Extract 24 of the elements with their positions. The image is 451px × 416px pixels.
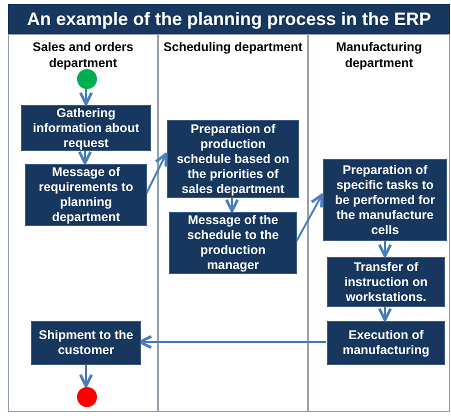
arrow <box>295 194 324 242</box>
arrow <box>378 306 392 322</box>
arrow <box>79 364 93 388</box>
arrow <box>138 335 326 349</box>
lane-heading: Manufacturing department <box>334 39 424 71</box>
process-box: Execution of manufacturing <box>327 321 445 365</box>
arrow <box>145 152 168 194</box>
lane-heading: Scheduling department <box>162 39 304 55</box>
swimlane <box>8 34 158 412</box>
process-box: Preparation of production schedule based on the priorities of sales department <box>167 120 299 198</box>
arrow <box>78 150 92 164</box>
title-banner: An example of the planning process in the ERP <box>8 4 450 34</box>
arrow <box>79 88 93 106</box>
arrow <box>378 240 392 258</box>
swimlane <box>308 34 450 412</box>
process-box: Shipment to the customer <box>31 321 141 365</box>
arrow <box>225 197 239 212</box>
process-box: Gathering information about request <box>21 105 151 151</box>
process-box: Message of requirements to planning department <box>25 164 147 226</box>
swimlane <box>158 34 308 412</box>
lane-heading: Sales and orders department <box>32 39 134 71</box>
process-box: Transfer of instruction on workstations. <box>327 257 445 307</box>
process-box: Message of the schedule to the production manager <box>169 212 297 274</box>
process-box: Preparation of specific tasks to be performed for the manufacture cells <box>323 159 447 241</box>
